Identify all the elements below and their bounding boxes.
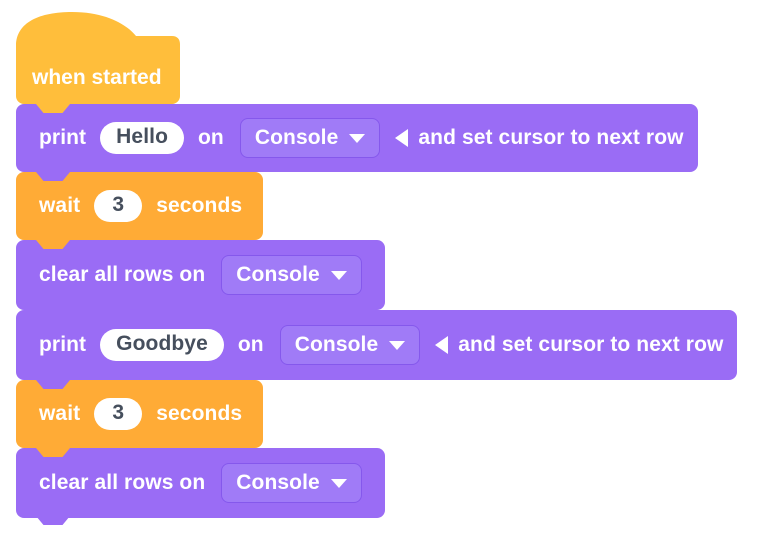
block-clear-rows-2[interactable]: clear all rows on Console xyxy=(16,448,385,525)
print-hello-body: print Hello on Console and set cursor to… xyxy=(16,104,698,172)
print-keyword: print xyxy=(39,333,87,356)
triangle-left-icon xyxy=(395,129,409,147)
block-when-started[interactable]: when started xyxy=(16,12,180,111)
newline-suffix-label: and set cursor to next row xyxy=(418,126,684,149)
console-target-value: Console xyxy=(236,262,320,286)
console-target-dropdown[interactable]: Console xyxy=(221,462,362,504)
on-keyword: on xyxy=(237,333,264,356)
console-target-dropdown[interactable]: Console xyxy=(239,117,381,159)
wait-seconds-input[interactable]: 3 xyxy=(94,190,143,222)
wait-keyword: wait xyxy=(39,402,81,425)
wait-1-body: wait 3 seconds xyxy=(16,172,264,240)
chevron-down-icon xyxy=(330,479,347,488)
wait-keyword: wait xyxy=(39,194,81,217)
wait-seconds-input[interactable]: 3 xyxy=(94,398,143,430)
clear-all-rows-label: clear all rows on xyxy=(39,263,206,286)
seconds-label: seconds xyxy=(156,194,243,217)
block-print-hello[interactable]: print Hello on Console and set cursor to… xyxy=(16,104,714,179)
print-keyword: print xyxy=(39,126,87,149)
notch-top xyxy=(36,172,70,181)
print-text-input[interactable]: Hello xyxy=(100,122,184,154)
notch-top xyxy=(36,448,70,457)
block-wait-2[interactable]: wait 3 seconds xyxy=(16,380,264,455)
console-target-dropdown[interactable]: Console xyxy=(279,324,421,366)
clear-rows-1-body: clear all rows on Console xyxy=(16,240,385,310)
hat-dome-shape xyxy=(16,12,180,58)
notch-top xyxy=(36,104,70,113)
chevron-down-icon xyxy=(349,134,366,143)
notch-top xyxy=(36,240,70,249)
notch-top xyxy=(36,310,70,319)
block-wait-1[interactable]: wait 3 seconds xyxy=(16,172,264,247)
console-target-value: Console xyxy=(294,332,379,356)
block-print-goodbye[interactable]: print Goodbye on Console and set cursor … xyxy=(16,310,750,387)
notch-top xyxy=(36,380,70,389)
when-started-body: when started xyxy=(16,52,180,104)
on-keyword: on xyxy=(198,126,224,149)
wait-2-body: wait 3 seconds xyxy=(16,380,264,448)
console-target-dropdown[interactable]: Console xyxy=(221,254,362,296)
clear-all-rows-label: clear all rows on xyxy=(39,471,206,494)
print-text-input[interactable]: Goodbye xyxy=(100,329,224,361)
block-clear-rows-1[interactable]: clear all rows on Console xyxy=(16,240,385,317)
seconds-label: seconds xyxy=(156,402,243,425)
console-target-value: Console xyxy=(236,470,320,494)
newline-suffix-label: and set cursor to next row xyxy=(458,333,724,356)
chevron-down-icon xyxy=(389,341,406,350)
console-target-value: Console xyxy=(254,125,339,149)
print-goodbye-body: print Goodbye on Console and set cursor … xyxy=(16,310,738,380)
block-plug-bottom xyxy=(36,516,70,525)
when-started-label: when started xyxy=(32,66,162,89)
chevron-down-icon xyxy=(330,271,347,280)
triangle-left-icon xyxy=(435,336,449,354)
clear-rows-2-body: clear all rows on Console xyxy=(16,448,385,518)
